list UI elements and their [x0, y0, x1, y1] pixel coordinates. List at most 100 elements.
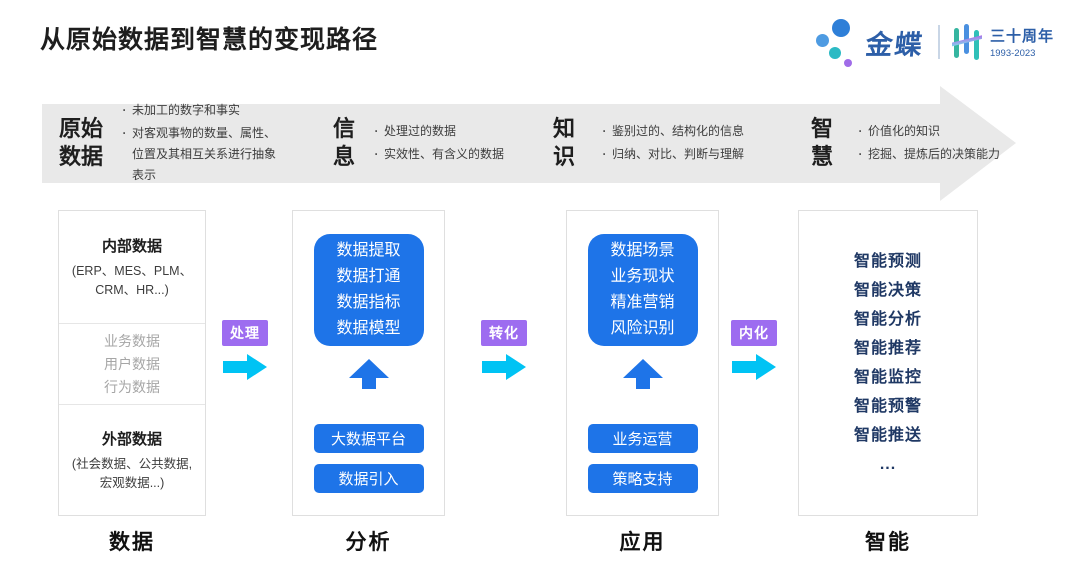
banner-arrow-shape: [42, 86, 1016, 201]
external-data-section: 外部数据 (社会数据、公共数据, 宏观数据...): [59, 405, 205, 515]
banner-stage-information: 信 息 ·处理过的数据 ·实效性、有含义的数据: [333, 103, 539, 183]
stage-point: · 未加工的数字和事实: [117, 100, 285, 121]
banner-stage-knowledge: 知 识 · 鉴别过的、结构化的信息 · 归纳、对比、判断与理解: [553, 103, 782, 183]
card-line: 数据指标: [336, 294, 401, 311]
internal-data-subtitle: (ERP、MES、PLM、CRM、HR...): [71, 263, 193, 297]
stage-point: · 对客观事物的数量、属性、位置及其相互关系进行抽象表示: [117, 123, 285, 186]
stage-points: · 未加工的数字和事实 · 对客观事物的数量、属性、位置及其相互关系进行抽象表示: [117, 98, 285, 188]
stage-term: 智 慧: [811, 116, 834, 169]
analysis-card: 数据提取 数据打通 数据指标 数据模型: [313, 234, 424, 346]
thirtieth-anniversary-icon: [951, 24, 982, 60]
connector-label: 处理: [222, 320, 268, 346]
internal-data-section: 内部数据 (ERP、MES、PLM、CRM、HR...): [59, 211, 205, 324]
data-import-button: 数据引入: [313, 464, 424, 493]
kingdee-logo: 金蝶 三十周年 1993-2023: [815, 16, 1054, 68]
connector-process: 处理: [221, 320, 269, 380]
application-box: 数据场景 业务现状 精准营销 风险识别 业务运营 策略支持: [566, 210, 719, 516]
logo-dot-purple: [843, 59, 852, 67]
external-data-title: 外部数据: [101, 430, 162, 448]
smart-capability-item: 智能预警: [853, 398, 922, 415]
connector-label: 转化: [481, 320, 527, 346]
stage-term: 原始 数据: [59, 116, 104, 169]
smart-capability-item: 智能推荐: [853, 340, 922, 357]
data-type-item: 用户数据: [104, 355, 160, 372]
point-text: 对客观事物的数量、属性、位置及其相互关系进行抽象表示: [132, 126, 277, 182]
bullet-icon: ·: [374, 147, 379, 161]
card-line: 数据场景: [610, 242, 675, 259]
anniversary-block: 三十周年 1993-2023: [951, 22, 1054, 62]
application-card: 数据场景 业务现状 精准营销 风险识别: [587, 234, 698, 346]
stage-points: · 鉴别过的、结构化的信息 · 归纳、对比、判断与理解: [597, 119, 782, 167]
bullet-icon: ·: [602, 124, 607, 138]
intelligence-box: 智能预测 智能决策 智能分析 智能推荐 智能监控 智能预警 智能推送 ...: [798, 210, 978, 516]
stage-point: · 归纳、对比、判断与理解: [597, 144, 782, 165]
smart-capability-item: 智能分析: [853, 311, 922, 328]
connector-label: 内化: [731, 320, 777, 346]
logo-dot-teal: [828, 47, 841, 59]
up-arrow-icon: [622, 359, 663, 389]
logo-dot-blue-large: [831, 19, 850, 37]
card-line: 数据模型: [336, 320, 401, 337]
card-line: 数据提取: [336, 242, 401, 259]
bullet-icon: ·: [122, 126, 127, 140]
banner-stage-raw-data: 原始 数据 · 未加工的数字和事实 · 对客观事物的数量、属性、位置及其相互关系进行…: [59, 103, 285, 183]
card-line: 精准营销: [610, 294, 675, 311]
connector-internalize: 内化: [730, 320, 778, 380]
point-text: 归纳、对比、判断与理解: [612, 147, 745, 161]
point-text: 价值化的知识: [868, 124, 941, 138]
logo-dot-blue-small: [815, 34, 829, 47]
data-sources-box: 内部数据 (ERP、MES、PLM、CRM、HR...) 业务数据 用户数据 行…: [58, 210, 206, 516]
card-line: 风险识别: [610, 320, 675, 337]
bullet-icon: ·: [122, 103, 127, 117]
internal-data-title: 内部数据: [101, 237, 162, 255]
anniversary-label: 三十周年: [989, 28, 1054, 45]
right-arrow-icon: [223, 354, 267, 380]
right-arrow-icon: [482, 354, 526, 380]
up-arrow-icon: [348, 359, 389, 389]
business-operation-button: 业务运营: [587, 424, 698, 453]
page-title: 从原始数据到智慧的变现路径: [40, 26, 379, 54]
ellipsis-item: ...: [879, 456, 897, 473]
data-type-item: 行为数据: [104, 378, 160, 395]
banner-stage-wisdom: 智 慧 · 价值化的知识 · 挖掘、提炼后的决策能力: [811, 103, 1013, 183]
card-line: 业务现状: [610, 268, 675, 285]
bullet-icon: ·: [858, 147, 863, 161]
data-type-item: 业务数据: [104, 332, 160, 349]
column-label-intelligence: 智能: [865, 531, 911, 554]
column-label-analysis: 分析: [345, 531, 392, 554]
bullet-icon: ·: [374, 124, 379, 138]
column-label-data: 数据: [109, 531, 155, 554]
logo-dots-icon: [815, 17, 856, 67]
point-text: 未加工的数字和事实: [132, 103, 241, 117]
stage-point: · 挖掘、提炼后的决策能力: [853, 144, 1013, 165]
stage-point: · 实效性、有含义的数据: [369, 144, 539, 165]
bullet-icon: ·: [602, 147, 607, 161]
stage-point: ·处理过的数据: [369, 121, 539, 142]
column-label-application: 应用: [619, 531, 666, 554]
connector-transform: 转化: [480, 320, 528, 380]
anniversary-years: 1993-2023: [989, 48, 1036, 59]
point-text: 鉴别过的、结构化的信息: [612, 124, 745, 138]
stage-points: ·处理过的数据 · 实效性、有含义的数据: [369, 119, 539, 167]
anniversary-text: 三十周年 1993-2023: [990, 25, 1054, 59]
smart-capability-item: 智能推送: [853, 427, 922, 444]
stage-point: · 鉴别过的、结构化的信息: [597, 121, 782, 142]
logo-divider: [937, 25, 940, 59]
point-text: 挖掘、提炼后的决策能力: [868, 147, 1001, 161]
card-line: 数据打通: [336, 268, 401, 285]
middle-data-section: 业务数据 用户数据 行为数据: [59, 324, 205, 405]
smart-capability-item: 智能预测: [853, 253, 922, 270]
external-data-subtitle: (社会数据、公共数据, 宏观数据...): [71, 456, 193, 490]
stage-term: 知 识: [553, 116, 576, 169]
strategy-support-button: 策略支持: [587, 464, 698, 493]
big-data-platform-button: 大数据平台: [313, 424, 424, 453]
stage-point: · 价值化的知识: [853, 121, 1013, 142]
stage-points: · 价值化的知识 · 挖掘、提炼后的决策能力: [853, 119, 1013, 167]
bullet-icon: ·: [858, 124, 863, 138]
smart-capability-item: 智能决策: [853, 282, 922, 299]
point-text: 实效性、有含义的数据: [384, 147, 505, 161]
brand-name: 金蝶: [864, 29, 926, 60]
analysis-box: 数据提取 数据打通 数据指标 数据模型 大数据平台 数据引入: [292, 210, 445, 516]
smart-capability-item: 智能监控: [853, 369, 922, 386]
